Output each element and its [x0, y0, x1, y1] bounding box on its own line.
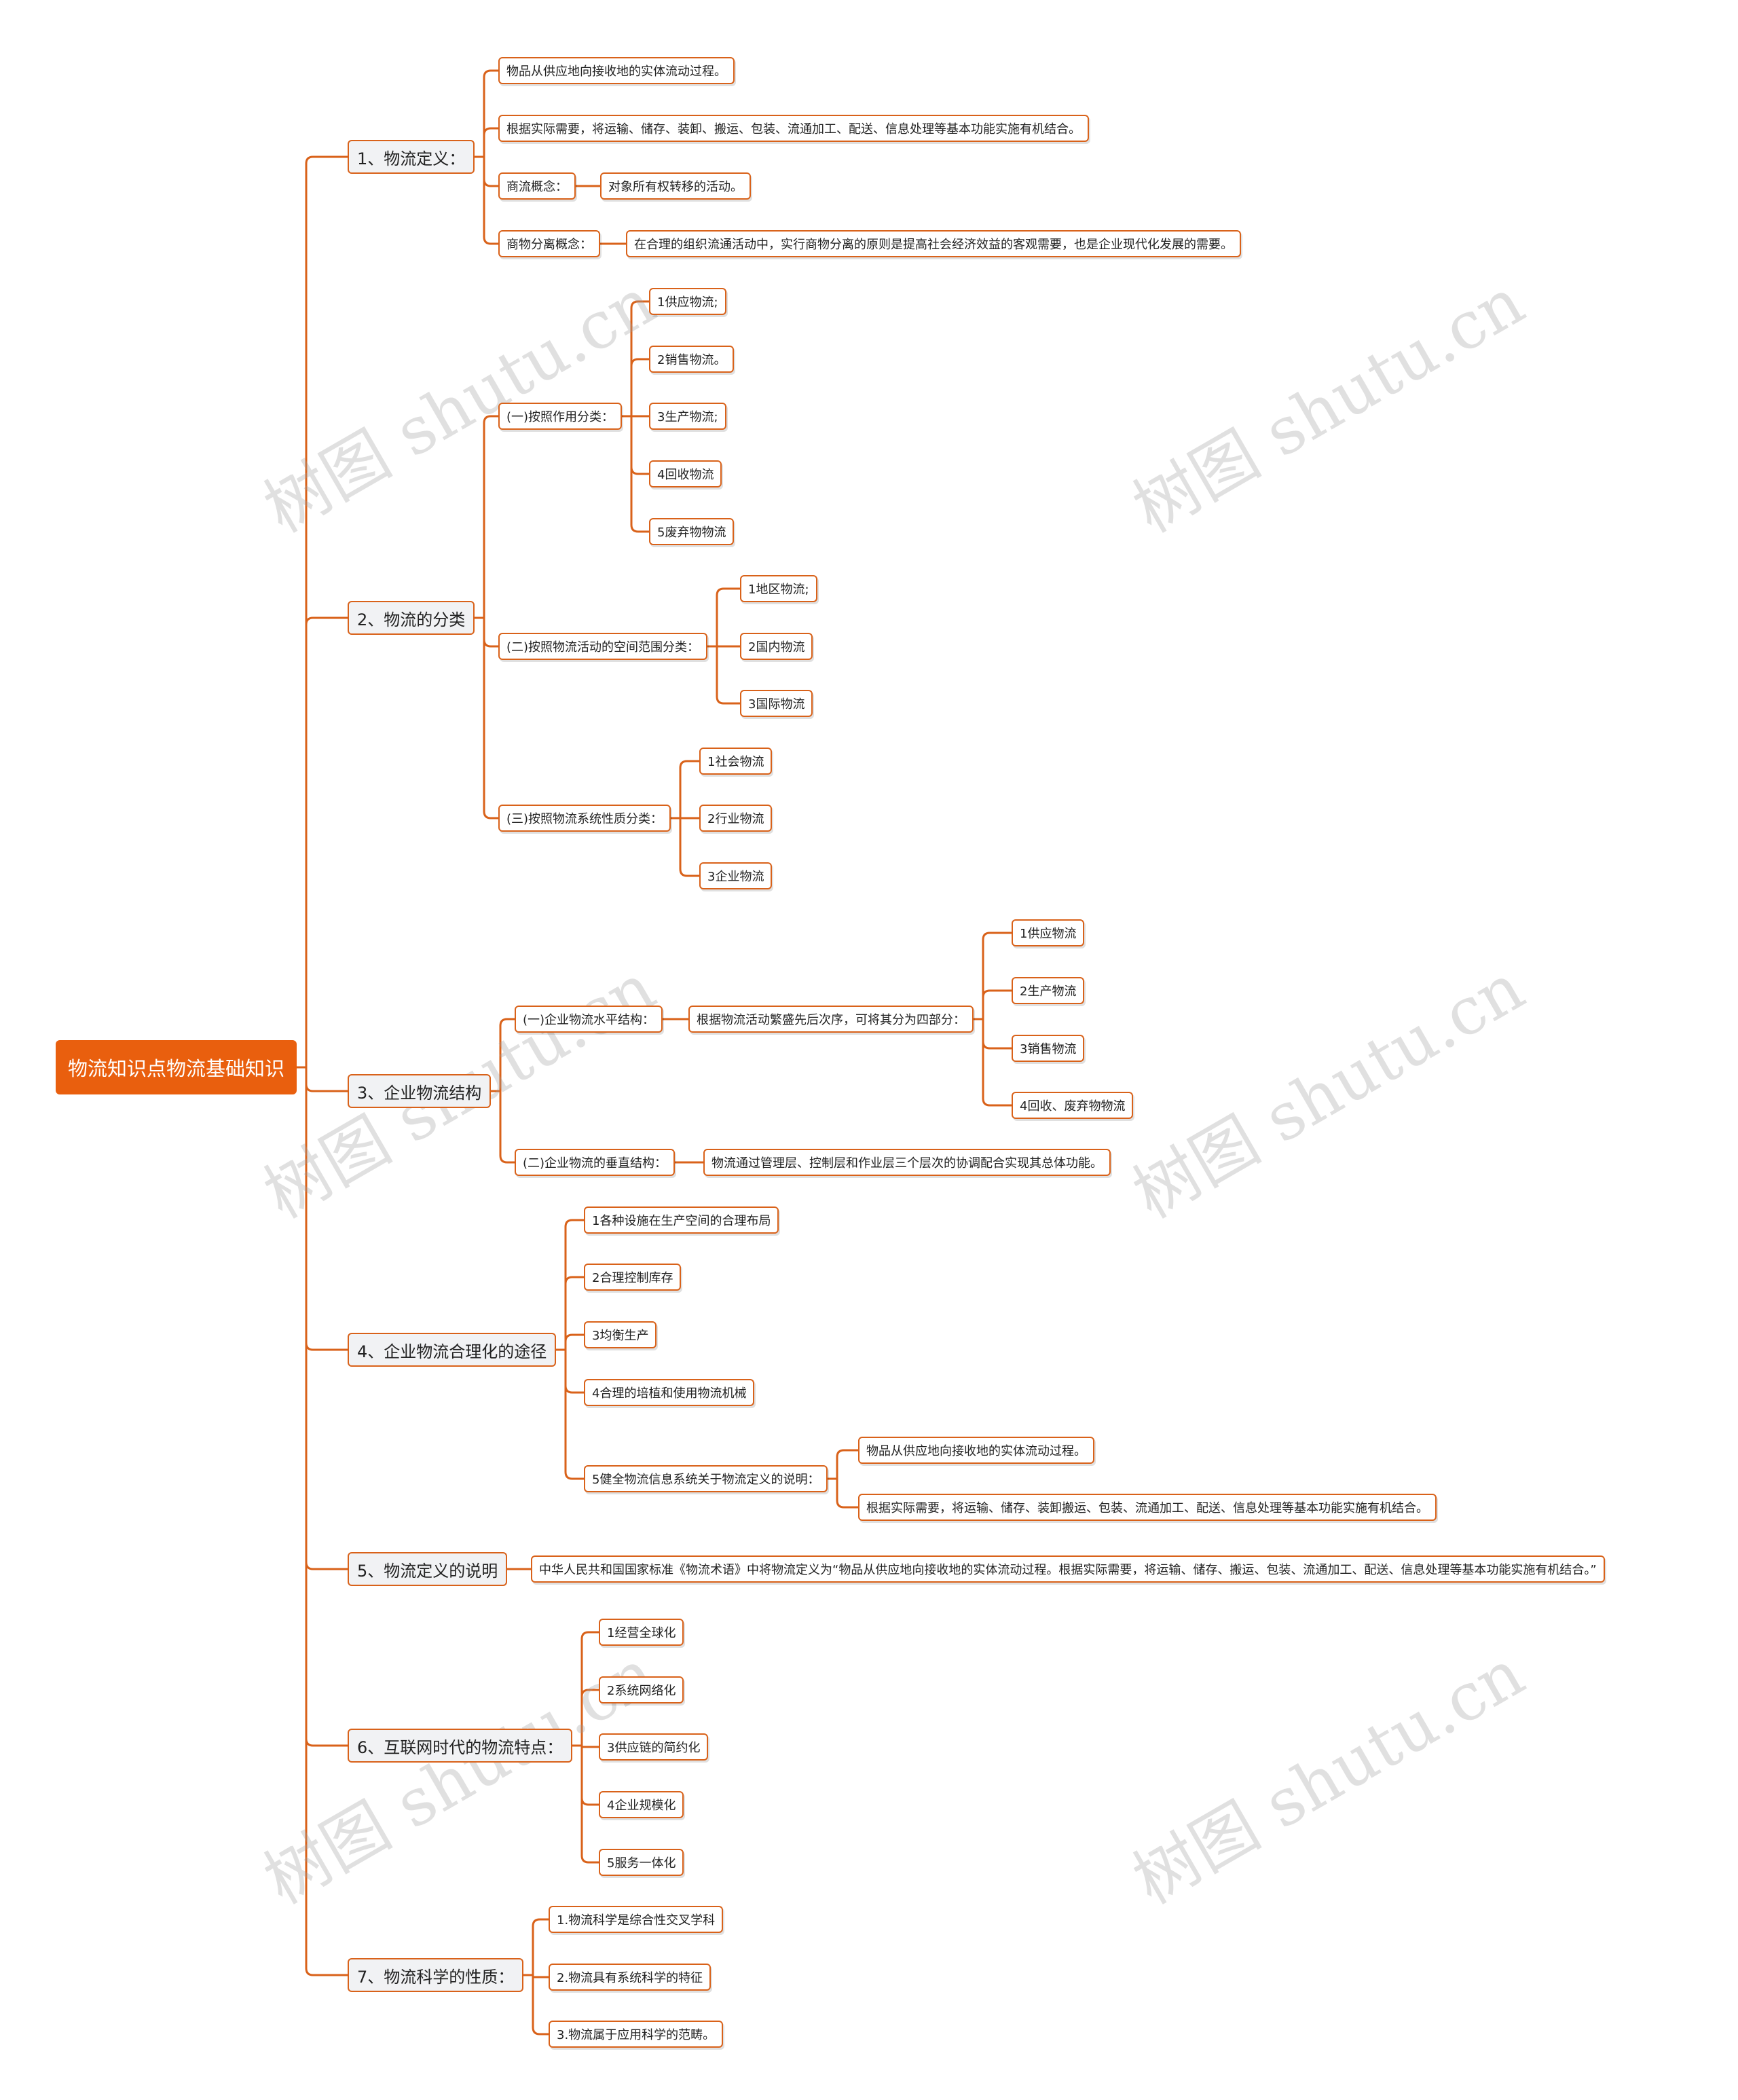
connector-line: [572, 1631, 599, 1747]
connector-line: [622, 415, 649, 533]
connector-line: [475, 155, 498, 187]
node-item[interactable]: 1地区物流;: [740, 575, 817, 602]
node-item[interactable]: 2.物流具有系统科学的特征: [549, 1964, 711, 1991]
topic-enterprise-structure[interactable]: 3、企业物流结构: [348, 1074, 492, 1108]
connector-line: [671, 817, 699, 877]
connector-line: [572, 1744, 599, 1806]
connector-line: [475, 415, 498, 619]
node-definition-b[interactable]: 根据实际需要，将运输、储存、装卸、搬运、包装、流通加工、配送、信息处理等基本功能…: [498, 115, 1089, 142]
node-item[interactable]: 5废弃物物流: [649, 518, 735, 545]
node-by-space[interactable]: (二)按照物流活动的空间范围分类：: [498, 633, 708, 660]
connector-line: [556, 1348, 584, 1394]
node-item[interactable]: 4回收、废弃物物流: [1012, 1092, 1134, 1119]
connector-line: [475, 616, 498, 648]
node-item[interactable]: 2国内物流: [740, 633, 813, 660]
node-item[interactable]: 1各种设施在生产空间的合理布局: [584, 1206, 779, 1234]
node-item[interactable]: 1经营全球化: [599, 1619, 684, 1646]
node-info-desc-b[interactable]: 根据实际需要，将运输、储存、装卸搬运、包装、流通加工、配送、信息处理等基本功能实…: [858, 1494, 1437, 1521]
node-item[interactable]: 3销售物流: [1012, 1035, 1085, 1062]
node-commerce-flow[interactable]: 商流概念：: [498, 172, 576, 200]
node-horizontal-structure[interactable]: (一)企业物流水平结构：: [515, 1006, 663, 1033]
node-item[interactable]: 3供应链的简约化: [599, 1733, 709, 1761]
connector-line: [475, 69, 498, 158]
connector-line: [297, 1066, 348, 1092]
node-item[interactable]: 3.物流属于应用科学的范畴。: [549, 2021, 724, 2048]
topic-definition-note[interactable]: 5、物流定义的说明: [348, 1552, 508, 1586]
node-item[interactable]: 3生产物流;: [649, 403, 726, 430]
connector-line: [556, 1219, 584, 1351]
node-separation-desc[interactable]: 在合理的组织流通活动中，实行商物分离的原则是提高社会经济效益的客观需要，也是企业…: [626, 230, 1241, 257]
connector-line: [974, 1018, 1012, 1107]
node-item[interactable]: 2销售物流。: [649, 346, 735, 373]
node-separation[interactable]: 商物分离概念：: [498, 230, 600, 257]
node-item[interactable]: 5服务一体化: [599, 1849, 684, 1876]
connector-line: [475, 616, 498, 819]
node-item[interactable]: 2生产物流: [1012, 977, 1085, 1004]
connector-line: [297, 1066, 348, 1976]
connector-line: [671, 760, 699, 819]
connector-line: [523, 1918, 549, 1976]
root-topic[interactable]: 物流知识点物流基础知识: [56, 1040, 297, 1094]
node-by-function[interactable]: (一)按照作用分类：: [498, 403, 623, 430]
node-item[interactable]: 3国际物流: [740, 690, 813, 717]
node-definition-a[interactable]: 物品从供应地向接收地的实体流动过程。: [498, 57, 735, 84]
connector-line: [297, 1066, 348, 1351]
connector-line: [974, 989, 1012, 1020]
topic-logistics-classification[interactable]: 2、物流的分类: [348, 601, 475, 635]
connector-line: [523, 1974, 549, 2035]
node-item[interactable]: 1供应物流: [1012, 919, 1085, 946]
connector-line: [828, 1449, 858, 1480]
connector-line: [491, 1018, 515, 1092]
connector-line: [622, 358, 649, 418]
node-item[interactable]: 2行业物流: [699, 805, 773, 832]
topic-science-nature[interactable]: 7、物流科学的性质：: [348, 1958, 524, 1992]
node-item[interactable]: 4合理的培植和使用物流机械: [584, 1379, 755, 1406]
connector-line: [556, 1276, 584, 1351]
node-item[interactable]: 1社会物流: [699, 748, 773, 775]
connector-line: [297, 155, 348, 1069]
topic-internet-features[interactable]: 6、互联网时代的物流特点：: [348, 1729, 573, 1763]
connector-line: [622, 300, 649, 418]
connector-line: [828, 1477, 858, 1509]
connector-line: [974, 932, 1012, 1020]
connector-line: [475, 127, 498, 158]
node-item[interactable]: 2合理控制库存: [584, 1264, 682, 1291]
connector-line: [622, 415, 649, 475]
connector-line: [297, 616, 348, 1069]
connector-line: [556, 1348, 584, 1480]
connector-line: [974, 1018, 1012, 1050]
node-info-system[interactable]: 5健全物流信息系统关于物流定义的说明：: [584, 1465, 828, 1492]
node-item[interactable]: 3企业物流: [699, 862, 773, 889]
node-standard-definition[interactable]: 中华人民共和国国家标准《物流术语》中将物流定义为“物品从供应地向接收地的实体流动…: [531, 1555, 1605, 1583]
connector-line: [572, 1744, 599, 1864]
connector-line: [707, 587, 740, 648]
connector-line: [491, 1090, 515, 1164]
topic-rationalization[interactable]: 4、企业物流合理化的途径: [348, 1333, 557, 1367]
node-item[interactable]: 2系统网络化: [599, 1676, 684, 1703]
connector-line: [572, 1689, 599, 1747]
connector-line: [297, 1066, 348, 1570]
node-by-system[interactable]: (三)按照物流系统性质分类：: [498, 805, 671, 832]
node-info-desc-a[interactable]: 物品从供应地向接收地的实体流动过程。: [858, 1437, 1094, 1464]
node-horizontal-desc[interactable]: 根据物流活动繁盛先后次序，可将其分为四部分：: [688, 1006, 974, 1033]
connector-line: [556, 1333, 584, 1351]
connector-line: [707, 645, 740, 705]
node-item[interactable]: 3均衡生产: [584, 1321, 657, 1348]
topic-logistics-definition[interactable]: 1、物流定义：: [348, 140, 475, 174]
connector-line: [475, 155, 498, 245]
connector-line: [297, 1066, 348, 1747]
node-item[interactable]: 1供应物流;: [649, 288, 726, 315]
node-item[interactable]: 1.物流科学是综合性交叉学科: [549, 1906, 724, 1933]
node-commerce-flow-desc[interactable]: 对象所有权转移的活动。: [600, 172, 751, 200]
node-item[interactable]: 4企业规模化: [599, 1791, 684, 1818]
node-vertical-structure[interactable]: (二)企业物流的垂直结构：: [515, 1149, 676, 1176]
node-vertical-desc[interactable]: 物流通过管理层、控制层和作业层三个层次的协调配合实现其总体功能。: [703, 1149, 1111, 1176]
node-item[interactable]: 4回收物流: [649, 460, 722, 487]
